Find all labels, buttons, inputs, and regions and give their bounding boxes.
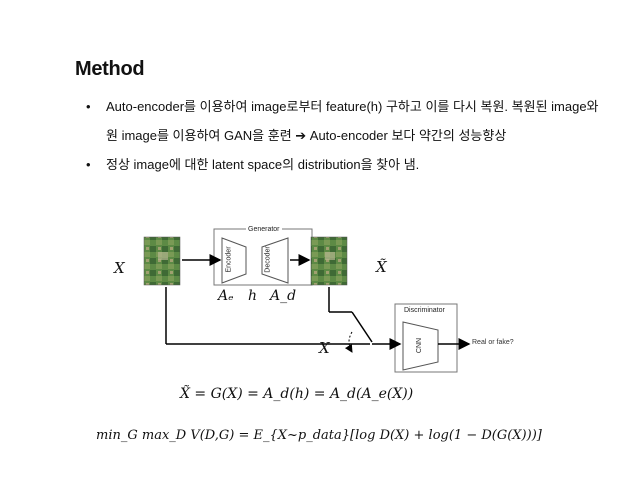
slide-title: Method [75, 58, 145, 80]
switch-arc [344, 331, 353, 353]
bullet-text: Auto-encoder를 이용하여 image로부터 feature(h) 구… [106, 99, 599, 143]
switch-symbol: X [319, 339, 330, 357]
equation-gan-objective: min_G max_D V(D,G) = E_{X~p_data}[log D(… [96, 428, 542, 443]
discriminator-label: Discriminator [404, 307, 445, 314]
decoder-label: Decoder [264, 246, 272, 273]
bullet-item: • 정상 image에 대한 latent space의 distributio… [86, 150, 606, 179]
recon-image-overlay [325, 252, 335, 260]
switch-line [351, 311, 373, 343]
bullet-list: • Auto-encoder를 이용하여 image로부터 feature(h)… [86, 92, 606, 179]
encoder-label: Encoder [225, 246, 233, 273]
equation-reconstruction: X̃ = G(X) = A_d(h) = A_d(A_e(X)) [180, 386, 414, 402]
recon-symbol: X̃ [376, 258, 387, 276]
input-symbol: X [114, 259, 125, 277]
latent-symbol: h [248, 288, 258, 304]
input-image-overlay [158, 252, 168, 260]
encoder-symbol: Aₑ [218, 288, 234, 304]
decoder-symbol: A_d [270, 288, 297, 304]
encoder-shape [221, 237, 247, 284]
generator-label: Generator [246, 226, 282, 233]
bullet-text: 정상 image에 대한 latent space의 distribution을… [106, 157, 420, 172]
output-label: Real or fake? [472, 339, 514, 346]
cnn-label: CNN [416, 337, 424, 354]
bullet-item: • Auto-encoder를 이용하여 image로부터 feature(h)… [86, 92, 606, 150]
cnn-shape [402, 321, 439, 371]
bullet-marker: • [86, 157, 91, 172]
bullet-marker: • [86, 99, 91, 114]
recon-image [310, 236, 348, 286]
decoder-shape [261, 237, 289, 284]
input-image [143, 236, 181, 286]
